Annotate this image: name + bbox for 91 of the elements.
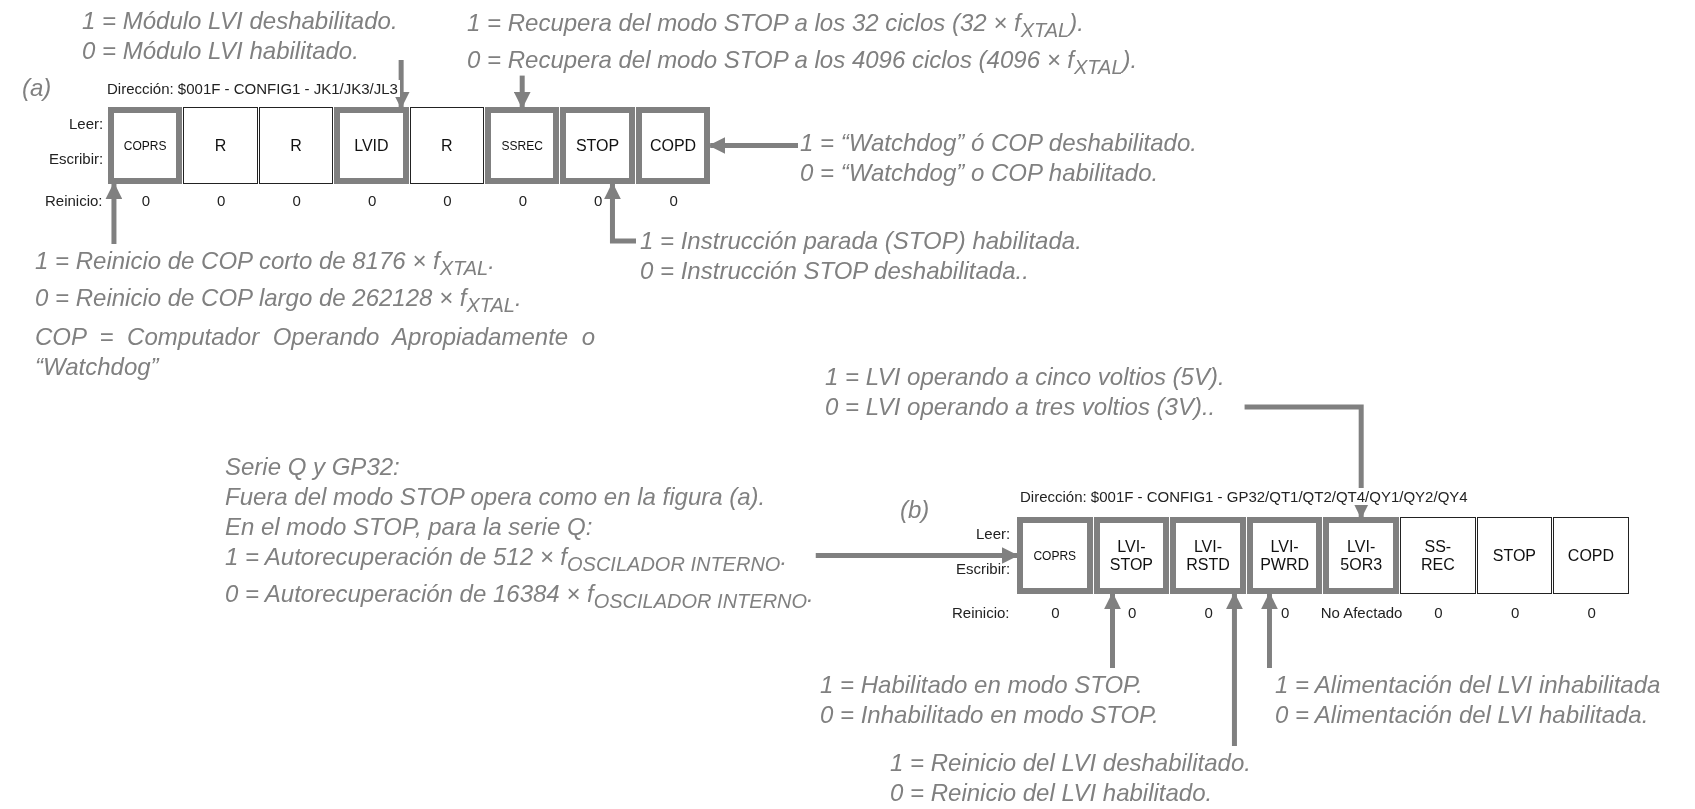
bit-name: R xyxy=(290,136,302,155)
register-cell xyxy=(635,107,711,184)
arrow xyxy=(708,137,798,154)
reset-value: 0 xyxy=(141,192,151,209)
arrow xyxy=(105,182,123,244)
register-cell xyxy=(1323,517,1399,594)
arrow xyxy=(603,182,636,244)
register-address: Dirección: $001F - CONFIG1 - GP32/QT1/QT2/QT4/QY1/QY2/QY4 xyxy=(1018,488,1470,505)
arrow xyxy=(1260,592,1278,668)
bit-name: COPRS xyxy=(1033,547,1077,565)
note-text: 1 = Habilitado en modo STOP. xyxy=(820,670,1144,700)
reset-value: 0 xyxy=(443,192,452,209)
row-label: Escribir: xyxy=(956,560,1011,577)
note-text: COP = Computador Operando Apropiadamente o “Watchdog” xyxy=(35,322,595,382)
note-text: 1 = LVI operando a cinco voltios (5V). xyxy=(825,362,1225,392)
figure-tag: (b) xyxy=(900,496,930,524)
register-cell xyxy=(258,107,334,184)
register-cell xyxy=(108,107,183,184)
bit-name: COPRS xyxy=(123,137,167,155)
note-text: 0 = Inhabilitado en modo STOP. xyxy=(820,700,1159,730)
note-text: 1 = Alimentación del LVI inhabilitada xyxy=(1275,670,1661,700)
note-text: 0 = LVI operando a tres voltios (3V).. xyxy=(825,392,1217,422)
note-text: 0 = Recupera del modo STOP a los 4096 ciclos (4096 × f$_{XTAL}$). xyxy=(467,44,1138,80)
bit-name: STOP xyxy=(575,136,620,155)
note-text: 1 = Reinicio del LVI deshabilitado. xyxy=(890,748,1251,778)
reset-value: 0 xyxy=(1587,604,1596,621)
reset-value: 0 xyxy=(367,192,377,209)
register-cell xyxy=(1400,517,1476,594)
reset-value: 0 xyxy=(518,192,528,209)
reset-value: 0 xyxy=(669,192,678,209)
note-text: 0 = Alimentación del LVI habilitada. xyxy=(1275,700,1650,730)
row-label: Escribir: xyxy=(49,150,104,167)
note-text: 0 = Reinicio de COP largo de 262128 × f$_{XTAL}$. xyxy=(35,282,522,318)
bit-name: LVI- RSTD xyxy=(1186,537,1230,574)
reset-value: 0 xyxy=(1051,604,1060,621)
note-text: 1 = Reinicio de COP corto de 8176 × f$_{XTAL}$. xyxy=(35,246,496,281)
bit-name: COPD xyxy=(649,136,697,155)
note-text: 1 = “Watchdog” ó COP deshabilitado. xyxy=(800,128,1197,158)
register-cell xyxy=(334,107,409,184)
register-cell xyxy=(183,107,258,184)
note-text: 0 = Reinicio del LVI habilitado. xyxy=(890,778,1214,808)
note-text: 1 = Módulo LVI deshabilitado. xyxy=(82,6,398,36)
note-text: 0 = “Watchdog” o COP habilitado. xyxy=(800,158,1160,188)
arrow xyxy=(1104,592,1121,668)
row-label: Reinicio: xyxy=(45,192,103,209)
register-cell xyxy=(1170,517,1246,594)
bit-name: R xyxy=(441,136,453,155)
register-cell xyxy=(1476,517,1553,594)
note-text: 0 = Módulo LVI habilitado. xyxy=(82,36,360,66)
register-cell xyxy=(1246,517,1323,594)
reset-value: 0 xyxy=(1281,604,1290,621)
arrow xyxy=(513,75,531,109)
register-cell xyxy=(560,107,635,184)
reset-value: 0 xyxy=(292,192,301,209)
reset-value: 0 xyxy=(217,192,226,209)
register-cell xyxy=(1553,517,1629,594)
note-text: 0 = Instrucción STOP deshabilitada.. xyxy=(640,256,1030,286)
note-text: 0 = Autorecuperación de 16384 × f$_{OSCILADOR INTERNO}$. xyxy=(225,578,814,614)
row-label: Leer: xyxy=(976,525,1011,542)
figure-tag: (a) xyxy=(22,74,52,102)
arrow xyxy=(815,547,1019,564)
register-cell xyxy=(1093,517,1170,594)
note-text: 1 = Recupera del modo STOP a los 32 ciclos (32 × f$_{XTAL}$). xyxy=(467,8,1085,43)
bit-name: LVID xyxy=(354,136,389,155)
reset-value: 0 xyxy=(594,192,603,209)
bit-name: SSREC xyxy=(501,137,543,155)
note-text: En el modo STOP, para la serie Q: xyxy=(225,512,594,542)
bit-name: R xyxy=(214,136,227,155)
bit-name: SS- REC xyxy=(1420,537,1455,574)
reset-value: 0 xyxy=(1434,604,1443,621)
reset-value: 0 xyxy=(1510,604,1520,621)
register-cell xyxy=(409,107,484,184)
arrow xyxy=(1244,404,1370,519)
bit-name: LVI- STOP xyxy=(1109,537,1153,574)
reset-value: 0 xyxy=(1204,604,1213,621)
note-text: Serie Q y GP32: xyxy=(225,452,401,482)
bit-name: LVI- PWRD xyxy=(1260,537,1310,574)
bit-name: LVI- 5OR3 xyxy=(1340,537,1383,574)
reset-value: No Afectado xyxy=(1320,604,1403,621)
arrow xyxy=(1225,592,1243,746)
bit-name: COPD xyxy=(1567,546,1615,565)
note-text: 1 = Instrucción parada (STOP) habilitada. xyxy=(640,226,1082,256)
note-text: Fuera del modo STOP opera como en la figura (a). xyxy=(225,482,767,512)
register-cell xyxy=(485,107,560,184)
reset-value: 0 xyxy=(1127,604,1137,621)
bit-name: STOP xyxy=(1492,546,1537,565)
register-cell xyxy=(1017,517,1093,594)
row-label: Reinicio: xyxy=(952,604,1010,621)
row-label: Leer: xyxy=(69,115,104,132)
note-text: 1 = Autorecuperación de 512 × f$_{OSCILADOR INTERNO}$. xyxy=(225,542,789,577)
register-address: Dirección: $001F - CONFIG1 - JK1/JK3/JL3 xyxy=(105,80,400,97)
